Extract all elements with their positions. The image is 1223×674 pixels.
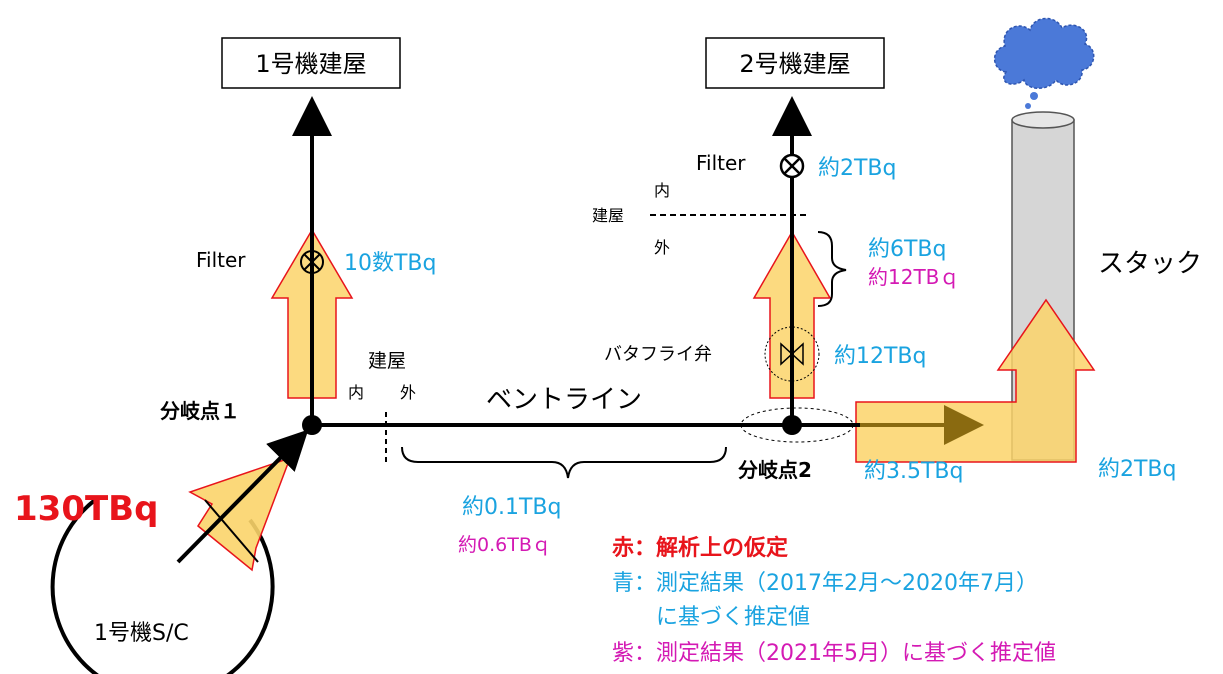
sc-outlet-pipe: [176, 429, 309, 564]
branch2-value: 約3.5TBq: [864, 459, 963, 484]
unit2-building-label: 2号機建屋: [739, 50, 850, 78]
vent-building-word: 建屋: [368, 350, 406, 372]
filter1-label: Filter: [196, 248, 246, 272]
butterfly-value: 約12TBq: [834, 344, 927, 369]
unit1-filter-value: 10数TBq: [344, 251, 437, 276]
legend-purple-key: 紫：: [612, 641, 656, 666]
filter2-label: Filter: [696, 151, 746, 175]
branch2-highlight: [740, 407, 854, 443]
vent-line-label: ベントライン: [486, 385, 642, 415]
cloud-icon: [993, 17, 1095, 109]
unit2-building-box: [705, 37, 885, 89]
legend-blue-text-1: 測定結果（2017年2月～2020年7月）: [656, 571, 1038, 596]
unit2-magenta-value: 約12TBｑ: [868, 265, 959, 289]
unit2-blue-value: 約6TBq: [868, 237, 947, 262]
butterfly-valve-label: バタフライ弁: [604, 344, 712, 365]
unit2-inside-label: 内: [654, 181, 670, 200]
filter1-icon: [300, 250, 324, 274]
source-flow-arrow: [188, 456, 292, 572]
vent-brace: [401, 446, 727, 479]
sc-circle: [50, 498, 275, 674]
unit2-outside-label: 外: [654, 238, 670, 257]
stack-label: スタック: [1098, 249, 1202, 279]
legend-red-text: 解析上の仮定: [656, 535, 788, 561]
branch1-node: [302, 415, 322, 435]
butterfly-valve-icon: [764, 326, 820, 382]
vent-magenta-value: 約0.6TBｑ: [458, 534, 551, 556]
stack-flow-arrow: [855, 298, 1096, 463]
filter2-icon: [779, 153, 805, 179]
source-value: 130TBq: [14, 489, 158, 529]
vent-inside-label: 内: [348, 383, 364, 402]
branch1-label: 分岐点１: [160, 399, 240, 423]
legend-blue-key: 青：: [612, 571, 656, 596]
unit2-brace: [817, 231, 847, 307]
unit1-building-box: [221, 37, 401, 89]
vent-blue-value: 約0.1TBq: [462, 495, 561, 520]
unit2-building-word: 建屋: [592, 206, 624, 225]
legend-blue-text-2: に基づく推定値: [656, 605, 810, 630]
sc-label: 1号機S/C: [94, 621, 189, 646]
branch2-label: 分岐点2: [738, 458, 812, 482]
vent-outside-label: 外: [400, 383, 416, 402]
legend-purple-text: 測定結果（2021年5月）に基づく推定値: [656, 641, 1056, 666]
unit2-filter-value: 約2TBq: [818, 156, 897, 181]
stack-value: 約2TBq: [1098, 457, 1177, 482]
unit1-building-label: 1号機建屋: [255, 50, 366, 78]
branch2-node: [782, 415, 802, 435]
legend-red-key: 赤：: [612, 536, 656, 561]
